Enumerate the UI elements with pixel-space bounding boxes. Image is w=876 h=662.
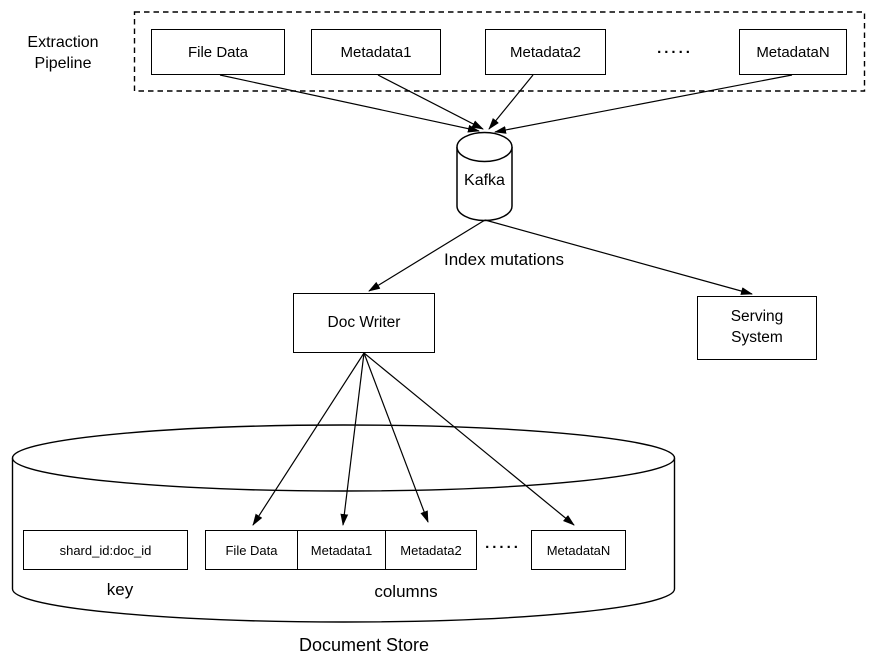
arrow-metadata2-to-kafka xyxy=(488,74,534,130)
source-box-file-data: File Data xyxy=(151,29,285,75)
store-cell-file-data: File Data xyxy=(205,530,298,570)
document-store-label: Document Store xyxy=(298,635,430,655)
store-key-cell: shard_id:doc_id xyxy=(23,530,188,570)
source-box-metadata2: Metadata2 xyxy=(485,29,606,75)
store-cell-metadata2: Metadata2 xyxy=(385,530,477,570)
docwriter-to-store-arrows xyxy=(252,352,575,526)
serving-system-box: Serving System xyxy=(697,296,817,360)
source-box-metadataN: MetadataN xyxy=(739,29,847,75)
arrow-docwriter-to-metadataN xyxy=(363,352,575,526)
arrow-kafka-to-docwriter xyxy=(368,219,486,292)
store-cell-metadata1: Metadata1 xyxy=(296,530,387,570)
arrow-docwriter-to-filedata xyxy=(252,352,365,526)
doc-writer-box: Doc Writer xyxy=(293,293,435,353)
kafka-output-arrows xyxy=(368,219,753,295)
arrow-metadataN-to-kafka xyxy=(494,74,793,134)
arrow-metadata1-to-kafka xyxy=(377,74,484,130)
serving-system-label: Serving System xyxy=(730,308,784,346)
arrow-filedata-to-kafka xyxy=(219,74,480,133)
key-caption: key xyxy=(106,580,134,599)
columns-caption: columns xyxy=(374,582,438,601)
sources-ellipsis: ..... xyxy=(657,40,693,57)
source-box-metadata1: Metadata1 xyxy=(311,29,441,75)
extraction-pipeline-dashed-border xyxy=(133,11,866,92)
store-columns-row: File Data Metadata1 Metadata2 xyxy=(205,530,477,570)
arrow-docwriter-to-metadata2 xyxy=(363,352,429,523)
index-mutations-label: Index mutations xyxy=(444,250,565,269)
store-columns-ellipsis: ..... xyxy=(485,535,521,552)
store-cell-metadataN: MetadataN xyxy=(531,530,626,570)
extraction-pipeline-label: Extraction Pipeline xyxy=(27,34,99,72)
arrow-kafka-to-serving xyxy=(484,219,753,295)
arrow-docwriter-to-metadata1 xyxy=(340,352,365,526)
source-to-kafka-arrows xyxy=(219,74,793,134)
kafka-cylinder-shape xyxy=(456,131,513,222)
kafka-label: Kafka xyxy=(464,172,505,189)
